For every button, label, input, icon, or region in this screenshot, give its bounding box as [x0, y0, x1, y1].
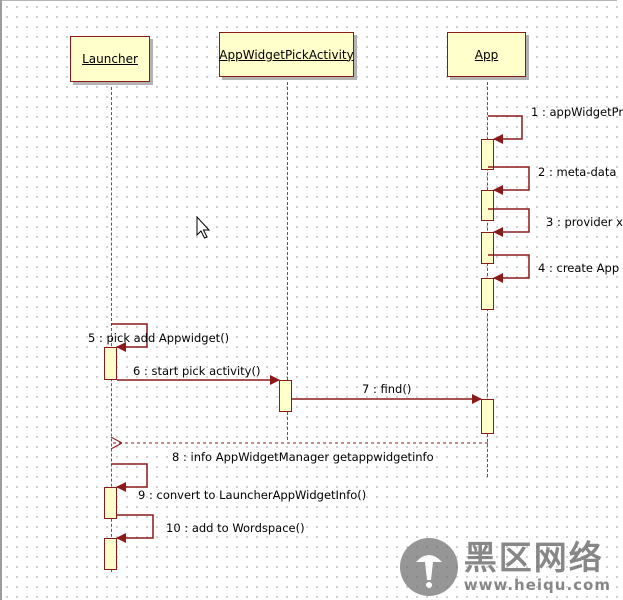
watermark: 黑区网络 www.heiqu.com — [399, 538, 611, 596]
msg-5-label[interactable]: 5 : pick add Appwidget() — [88, 331, 230, 345]
msg-2-arrow — [488, 166, 530, 195]
msg-6-label[interactable]: 6 : start pick activity() — [133, 364, 261, 378]
msg-2-label[interactable]: 2 : meta-data — [538, 165, 617, 179]
launcher-actor[interactable]: Launcher — [70, 36, 150, 82]
app-activation-5 — [481, 399, 494, 434]
watermark-logo-icon — [399, 538, 458, 596]
msg-1-label[interactable]: 1 : appWidgetPr — [531, 105, 623, 119]
msg-3-label[interactable]: 3 : provider x — [546, 215, 623, 229]
msg-1-arrow — [488, 115, 523, 144]
msg-5-arrow — [111, 323, 148, 352]
launcher-activation-1 — [104, 347, 117, 380]
picker-actor[interactable]: AppWidgetPickActivity — [219, 32, 354, 77]
watermark-url: www.heiqu.com — [463, 576, 611, 594]
msg-3-arrow — [488, 208, 530, 237]
app-actor[interactable]: App — [447, 32, 526, 77]
msg-4-arrow — [488, 254, 530, 283]
msg-10-label[interactable]: 10 : add to Wordspace() — [166, 521, 305, 535]
msg-9-arrow — [111, 463, 148, 492]
picker-lifeline — [287, 77, 288, 440]
app-activation-2 — [481, 190, 494, 221]
launcher-activation-2 — [104, 487, 117, 519]
canvas-left-border — [0, 0, 2, 600]
app-activation-1 — [481, 139, 494, 170]
msg-7-label[interactable]: 7 : find() — [362, 382, 412, 396]
app-activation-3 — [481, 232, 494, 264]
msg-9-label[interactable]: 9 : convert to LauncherAppWidgetInfo() — [138, 488, 367, 502]
watermark-name: 黑区网络 — [463, 538, 604, 577]
mouse-cursor-icon — [196, 215, 211, 239]
launcher-lifeline — [111, 82, 112, 572]
msg-10-arrow — [116, 514, 154, 543]
canvas-top-border — [0, 0, 617, 1]
app-activation-4 — [481, 278, 494, 310]
msg-4-label[interactable]: 4 : create App — [538, 261, 620, 275]
msg-8-label[interactable]: 8 : info AppWidgetManager getappwidgetin… — [172, 450, 434, 464]
launcher-activation-3 — [104, 538, 117, 570]
app-lifeline — [487, 77, 488, 477]
picker-activation — [279, 380, 292, 412]
